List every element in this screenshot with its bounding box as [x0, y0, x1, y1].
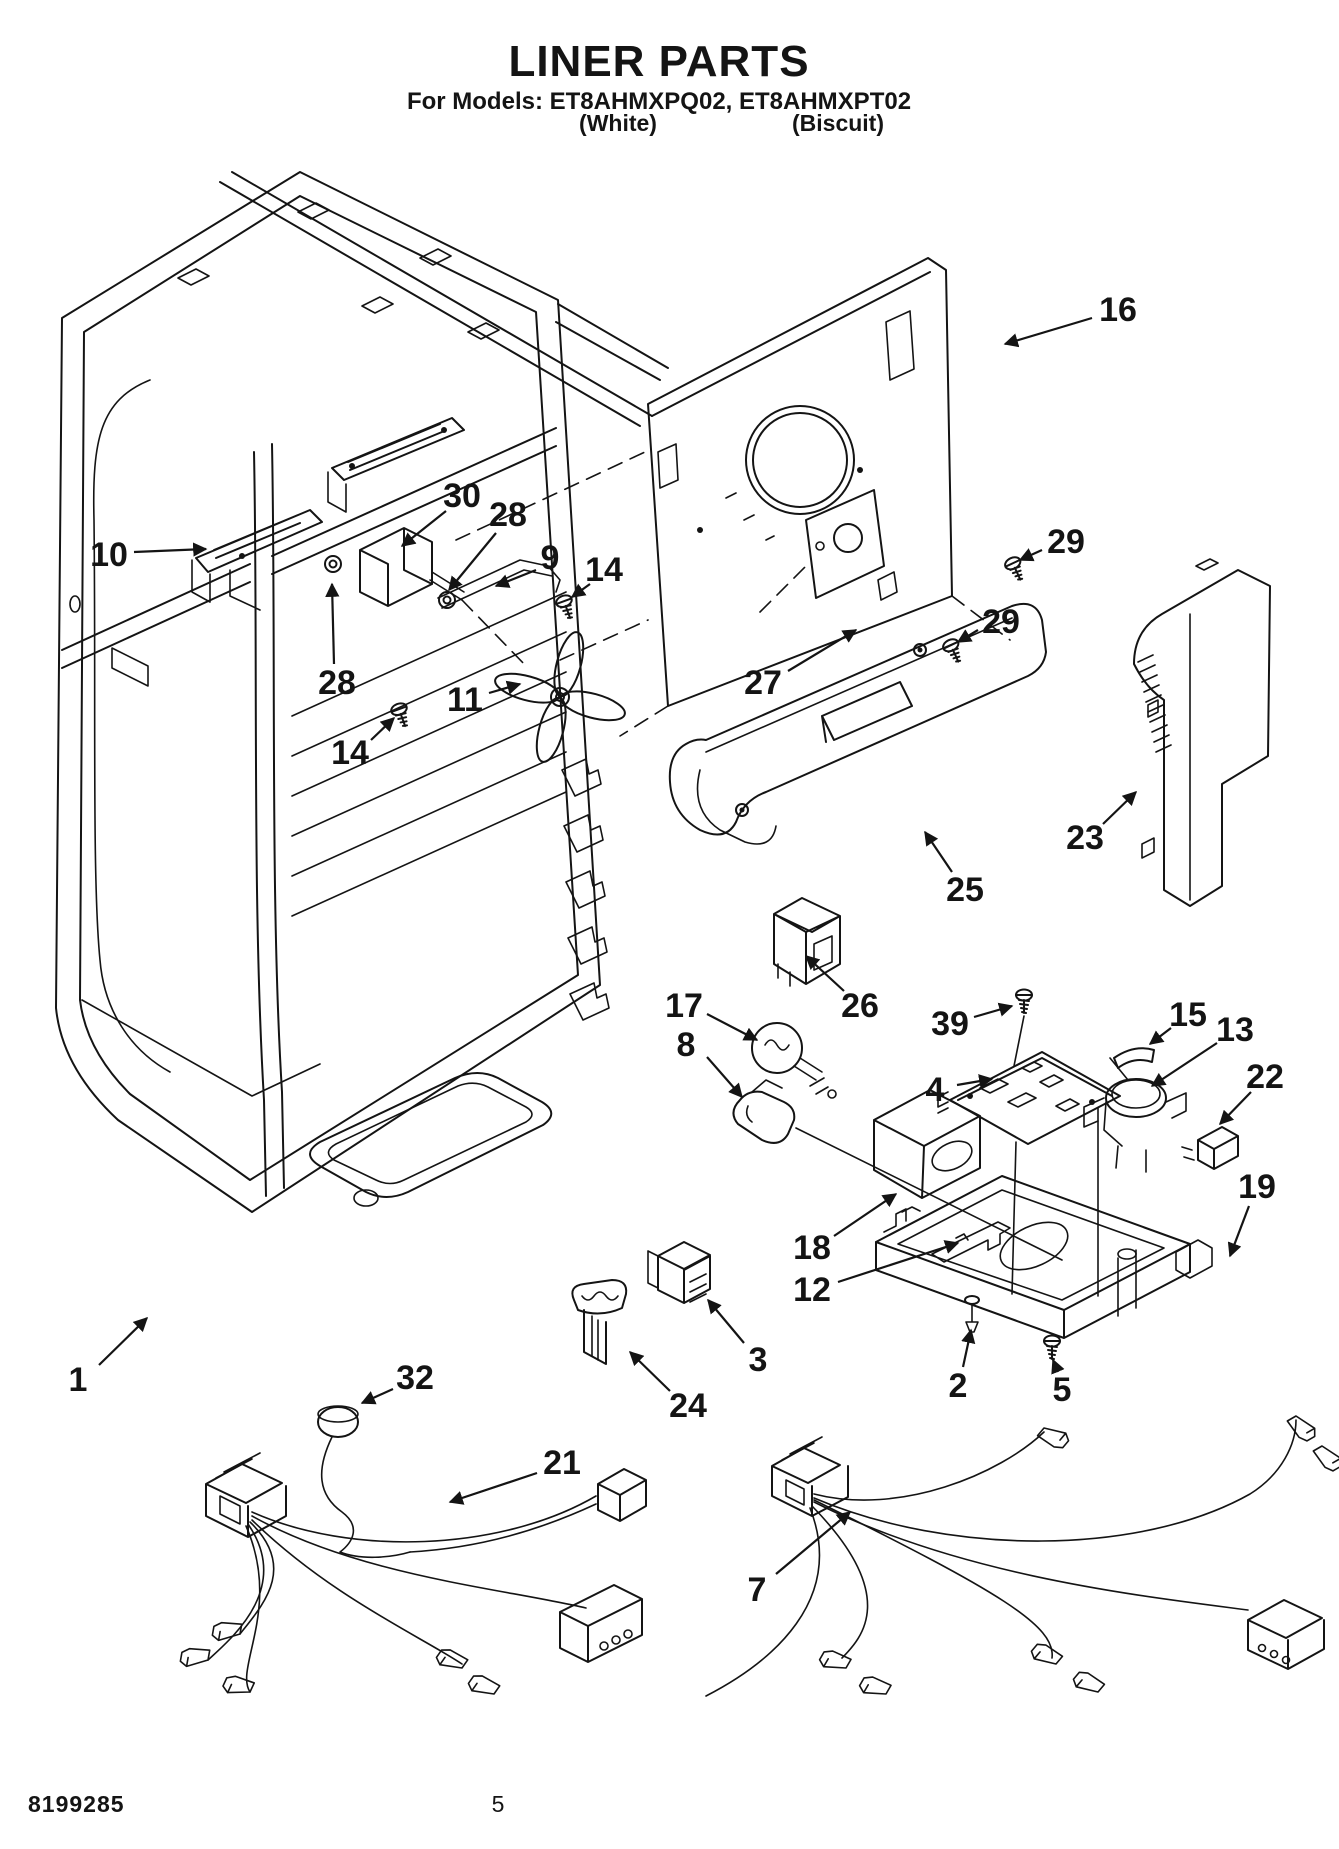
callout-25: 25: [924, 830, 984, 909]
callout-1: 1: [69, 1316, 149, 1399]
part-number-label: 24: [669, 1387, 707, 1425]
part-number-label: 21: [543, 1444, 581, 1482]
callout-29: 29: [1018, 523, 1085, 562]
callout-5: 5: [1051, 1358, 1072, 1409]
thermostat: [1083, 1057, 1187, 1173]
control-housing: [875, 1175, 1213, 1339]
defrost-timer-relay: [773, 897, 841, 987]
callout-16: 16: [1003, 291, 1137, 348]
callout-14: 14: [570, 551, 623, 598]
part-number-label: 32: [396, 1359, 434, 1397]
diagram-dashed-guides: [455, 451, 1011, 737]
callout-18: 18: [793, 1193, 898, 1267]
callout-7: 7: [748, 1511, 852, 1609]
evaporator-cover-panel: [647, 257, 953, 707]
wire-harness-right: [705, 1410, 1339, 1704]
callout-19: 19: [1227, 1168, 1276, 1258]
wiring-clip: [647, 1241, 711, 1304]
part-number-label: 28: [489, 496, 527, 534]
callout-30: 30: [400, 477, 481, 547]
part-number-label: 8: [677, 1026, 696, 1064]
part-number-label: 10: [90, 536, 128, 574]
callout-22: 22: [1219, 1058, 1284, 1126]
part-number-label: 7: [748, 1571, 767, 1609]
finish-label-biscuit: (Biscuit): [792, 110, 884, 136]
drain-clip: [571, 1279, 628, 1365]
push-pin: [964, 1295, 980, 1333]
callout-26: 26: [804, 955, 879, 1025]
callout-11: 11: [447, 680, 522, 719]
callout-10: 10: [90, 536, 208, 574]
part-number-label: 15: [1169, 996, 1207, 1034]
part-number-label: 29: [1047, 523, 1085, 561]
callout-14: 14: [331, 717, 396, 772]
callout-27: 27: [744, 629, 858, 702]
sensor-tube: [1113, 1047, 1155, 1069]
part-number-label: 23: [1066, 819, 1104, 857]
callout-8: 8: [677, 1026, 743, 1099]
callout-2: 2: [949, 1328, 976, 1405]
part-number-label: 18: [793, 1229, 831, 1267]
callout-12: 12: [793, 1240, 960, 1309]
control-board-screw: [1013, 988, 1033, 1067]
part-number-label: 4: [926, 1071, 945, 1109]
part-number-label: 14: [585, 551, 623, 589]
part-number-label: 3: [749, 1341, 768, 1379]
part-number-label: 17: [665, 987, 703, 1025]
part-number-label: 25: [946, 871, 984, 909]
part-number-label: 19: [1238, 1168, 1276, 1206]
callout-29: 29: [956, 603, 1020, 643]
part-number-label: 22: [1246, 1058, 1284, 1096]
page-header: LINER PARTS For Models: ET8AHMXPQ02, ET8…: [0, 40, 1318, 114]
part-number-label: 39: [931, 1005, 969, 1043]
part-number-label: 16: [1099, 291, 1137, 329]
models-line: For Models: ET8AHMXPQ02, ET8AHMXPT02: [406, 88, 912, 115]
callout-17: 17: [665, 987, 759, 1041]
part-number-label: 30: [443, 477, 481, 515]
part-number-label: 11: [447, 681, 483, 719]
part-number-label: 12: [793, 1271, 831, 1309]
callout-21: 21: [448, 1444, 581, 1505]
part-number-label: 27: [744, 664, 782, 702]
callout-3: 3: [707, 1298, 768, 1379]
callout-4: 4: [926, 1071, 994, 1109]
callout-15: 15: [1148, 996, 1207, 1045]
part-number-label: 1: [69, 1361, 88, 1399]
light-bulb: [751, 1022, 837, 1099]
limit-switch: [1181, 1126, 1239, 1170]
part-number-label: 9: [541, 539, 560, 577]
liner-cabinet-outline: [55, 171, 669, 1213]
grommet: [317, 1405, 411, 1559]
part-number-label: 14: [331, 734, 369, 772]
callout-24: 24: [628, 1351, 707, 1425]
page-number: 5: [491, 1791, 505, 1817]
lamp-cover: [873, 1089, 981, 1199]
callout-13: 13: [1150, 1011, 1254, 1087]
evaporator-side-cover: [1133, 558, 1271, 907]
part-number-label: 29: [982, 603, 1020, 641]
mounting-brackets: [191, 417, 465, 611]
control-bracket: [931, 1221, 1011, 1263]
evaporator-fan-assembly: [324, 527, 626, 763]
defrost-access-plate: [805, 489, 885, 599]
page-title: LINER PARTS: [508, 37, 810, 86]
housing-screw: [1043, 1334, 1061, 1360]
callout-9: 9: [494, 539, 560, 588]
finish-label-white: (White): [579, 110, 657, 136]
part-number-label: 13: [1216, 1011, 1254, 1049]
wire-harness-left: [178, 1452, 647, 1704]
callout-28: 28: [448, 496, 527, 592]
part-number-label: 2: [949, 1367, 968, 1405]
callout-39: 39: [931, 1002, 1014, 1043]
document-number: 8199285: [28, 1791, 125, 1817]
callout-28: 28: [318, 582, 356, 702]
part-number-label: 26: [841, 987, 879, 1025]
part-number-label: 5: [1053, 1371, 1072, 1409]
part-number-label: 28: [318, 664, 356, 702]
control-board: [937, 1051, 1121, 1297]
callout-32: 32: [360, 1359, 434, 1405]
callout-23: 23: [1066, 791, 1138, 857]
